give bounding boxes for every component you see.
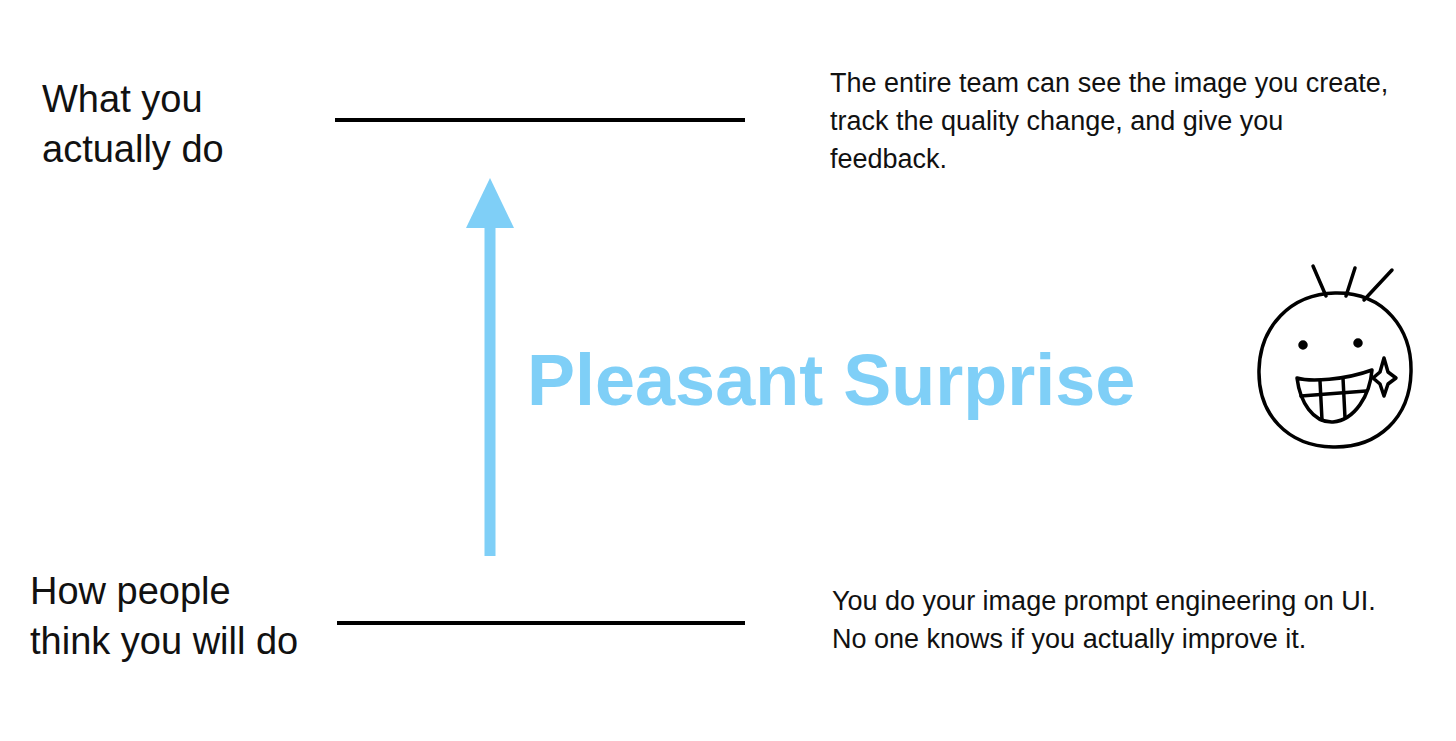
gap-label: Pleasant Surprise <box>527 340 1135 420</box>
level-note: The entire team can see the image you cr… <box>830 64 1400 178</box>
level-line <box>337 621 745 625</box>
level-line <box>335 118 745 122</box>
level-note: You do your image prompt engineering on … <box>832 582 1402 658</box>
up-arrow <box>466 178 514 556</box>
smiley-face <box>1259 266 1411 447</box>
level-label: How people think you will do <box>30 566 300 666</box>
level-label: What you actually do <box>42 74 252 174</box>
